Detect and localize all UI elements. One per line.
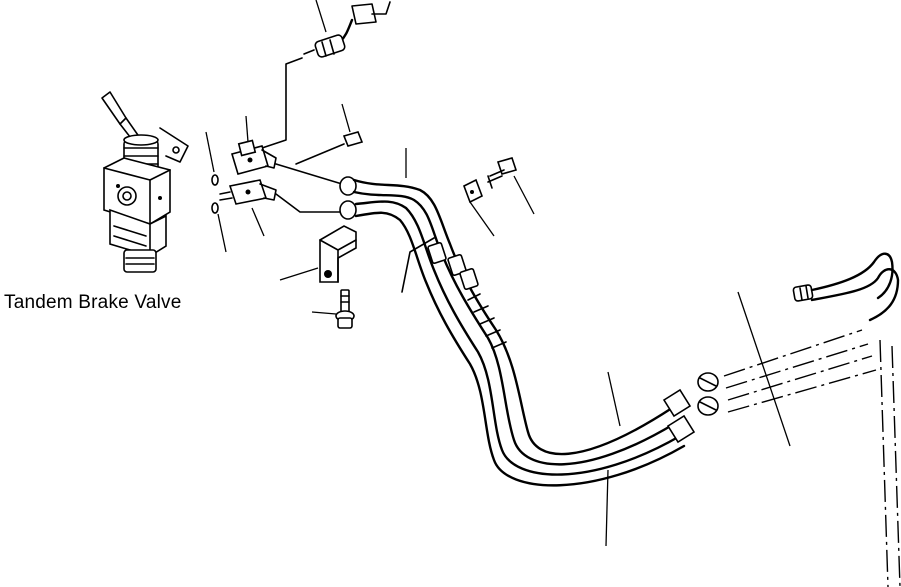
plug-fitting (295, 103, 364, 165)
tandem-brake-valve (101, 91, 189, 273)
tandem-brake-valve-label: Tandem Brake Valve (4, 292, 182, 313)
o-rings (205, 131, 227, 253)
pressure-switch-assembly (261, 0, 391, 149)
brake-tubes (275, 163, 686, 547)
phantom-lines (723, 291, 901, 587)
clamp-and-bolt (405, 148, 535, 237)
mounting-bracket (279, 225, 357, 329)
upper-right-tube (792, 252, 900, 322)
tee-fittings (219, 115, 277, 237)
hose-end-fittings (662, 372, 719, 444)
